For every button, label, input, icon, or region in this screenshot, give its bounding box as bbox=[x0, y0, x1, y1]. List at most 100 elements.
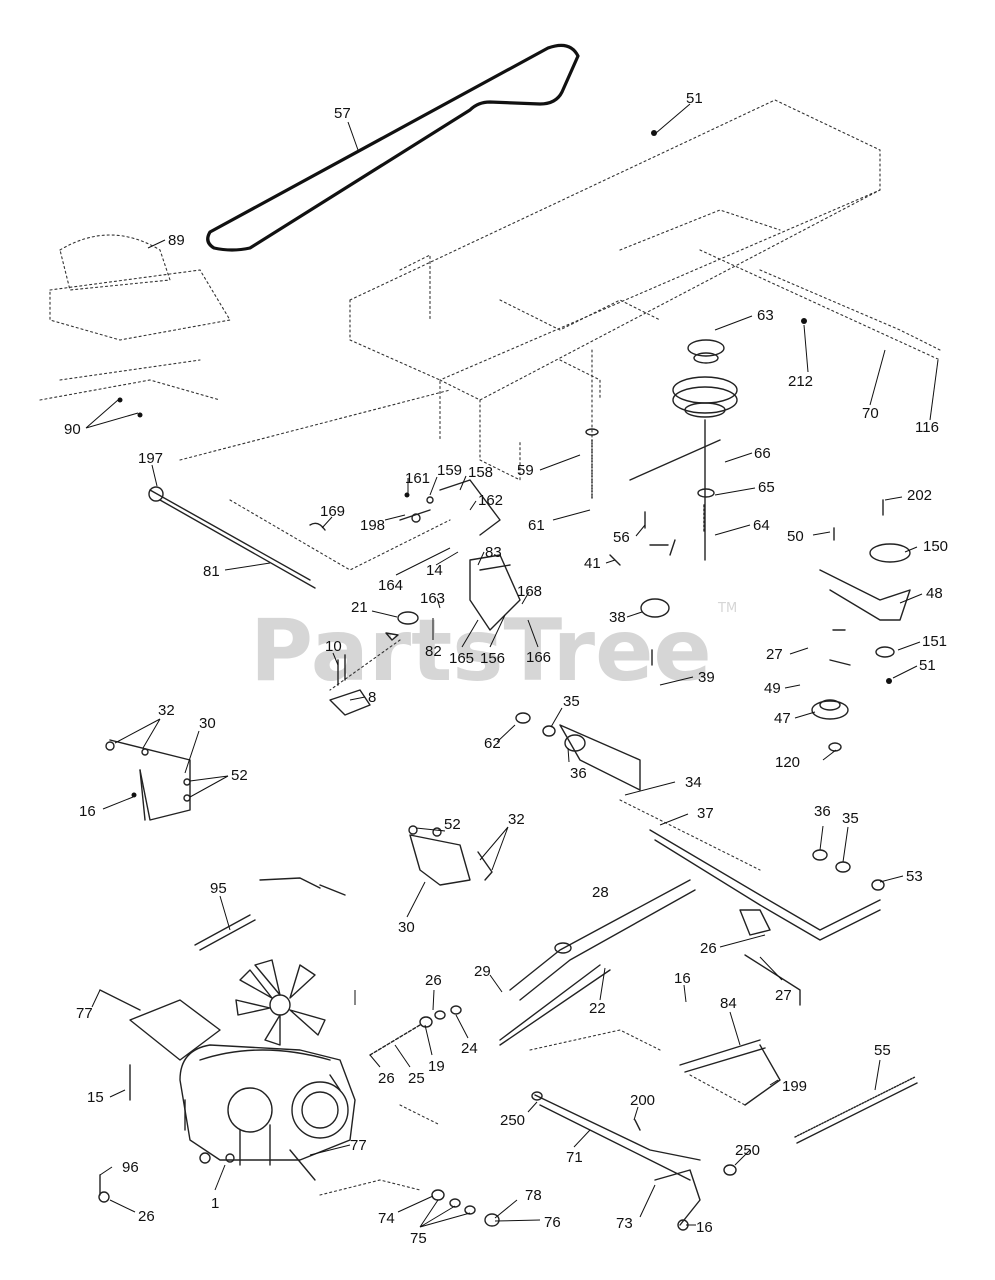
callout-28: 28 bbox=[592, 884, 609, 901]
callout-159: 159 bbox=[437, 462, 462, 479]
callout-47: 47 bbox=[774, 710, 791, 727]
callout-26b: 26 bbox=[425, 972, 442, 989]
callout-161: 161 bbox=[405, 470, 430, 487]
callout-62: 62 bbox=[484, 735, 501, 752]
callout-75: 75 bbox=[410, 1230, 427, 1247]
callout-53: 53 bbox=[906, 868, 923, 885]
callout-158: 158 bbox=[468, 464, 493, 481]
callout-198: 198 bbox=[360, 517, 385, 534]
callout-165: 165 bbox=[449, 650, 474, 667]
callout-labels: 57 51 89 63 212 70 116 90 197 59 66 65 6… bbox=[64, 90, 948, 1247]
lever-71 bbox=[531, 1091, 737, 1231]
callout-96: 96 bbox=[122, 1159, 139, 1176]
callout-32b: 32 bbox=[508, 811, 525, 828]
callout-41: 41 bbox=[584, 555, 601, 572]
callout-89: 89 bbox=[168, 232, 185, 249]
callout-25: 25 bbox=[408, 1070, 425, 1087]
callout-36b: 36 bbox=[814, 803, 831, 820]
callout-70: 70 bbox=[862, 405, 879, 422]
callout-77b: 77 bbox=[350, 1137, 367, 1154]
frame-rail bbox=[349, 99, 941, 481]
link-84 bbox=[679, 1039, 781, 1106]
callout-163: 163 bbox=[420, 590, 445, 607]
callout-27: 27 bbox=[766, 646, 783, 663]
callout-151: 151 bbox=[922, 633, 947, 650]
callout-56: 56 bbox=[613, 529, 630, 546]
callout-32: 32 bbox=[158, 702, 175, 719]
callout-63: 63 bbox=[757, 307, 774, 324]
callout-27b: 27 bbox=[775, 987, 792, 1004]
callout-50: 50 bbox=[787, 528, 804, 545]
callout-81: 81 bbox=[203, 563, 220, 580]
callout-162: 162 bbox=[478, 492, 503, 509]
callout-16: 16 bbox=[79, 803, 96, 820]
callout-77: 77 bbox=[76, 1005, 93, 1022]
linkage-bottom bbox=[98, 1174, 500, 1227]
callout-1: 1 bbox=[211, 1195, 219, 1212]
callout-8: 8 bbox=[368, 689, 376, 706]
cooling-fan bbox=[235, 959, 326, 1046]
callout-169: 169 bbox=[320, 503, 345, 520]
callout-36: 36 bbox=[570, 765, 587, 782]
callout-14: 14 bbox=[426, 562, 443, 579]
leader-lines bbox=[85, 103, 939, 1228]
callout-166: 166 bbox=[526, 649, 551, 666]
callout-71: 71 bbox=[566, 1149, 583, 1166]
callout-150: 150 bbox=[923, 538, 948, 555]
brake-rod bbox=[194, 877, 346, 951]
callout-21: 21 bbox=[351, 599, 368, 616]
callout-55: 55 bbox=[874, 1042, 891, 1059]
spring-stack bbox=[369, 1005, 462, 1126]
callout-73: 73 bbox=[616, 1215, 633, 1232]
callout-78: 78 bbox=[525, 1187, 542, 1204]
callout-48: 48 bbox=[926, 585, 943, 602]
callout-250b: 250 bbox=[735, 1142, 760, 1159]
callout-120: 120 bbox=[775, 754, 800, 771]
shaft-59 bbox=[585, 349, 599, 501]
cross-shaft bbox=[542, 724, 761, 871]
idler-bracket bbox=[811, 543, 911, 720]
callout-10: 10 bbox=[325, 638, 342, 655]
callout-202: 202 bbox=[907, 487, 932, 504]
callout-30b: 30 bbox=[398, 919, 415, 936]
callout-250: 250 bbox=[500, 1112, 525, 1129]
callout-19: 19 bbox=[428, 1058, 445, 1075]
watermark-trademark: TM bbox=[717, 601, 737, 616]
callout-30: 30 bbox=[199, 715, 216, 732]
callout-35b: 35 bbox=[842, 810, 859, 827]
callout-52: 52 bbox=[231, 767, 248, 784]
callout-84: 84 bbox=[720, 995, 737, 1012]
callout-199: 199 bbox=[782, 1078, 807, 1095]
callout-66: 66 bbox=[754, 445, 771, 462]
drive-belt bbox=[206, 43, 580, 252]
callout-212: 212 bbox=[788, 373, 813, 390]
callout-52b: 52 bbox=[444, 816, 461, 833]
mount-plate-center bbox=[408, 825, 493, 886]
callout-64: 64 bbox=[753, 517, 770, 534]
callout-164: 164 bbox=[378, 577, 403, 594]
callout-51: 51 bbox=[686, 90, 703, 107]
hood-bracket bbox=[39, 234, 231, 401]
callout-37: 37 bbox=[697, 805, 714, 822]
callout-49: 49 bbox=[764, 680, 781, 697]
callout-29: 29 bbox=[474, 963, 491, 980]
callout-51b: 51 bbox=[919, 657, 936, 674]
callout-24: 24 bbox=[461, 1040, 478, 1057]
callout-82: 82 bbox=[425, 643, 442, 660]
callout-197: 197 bbox=[138, 450, 163, 467]
pulley-assembly bbox=[629, 339, 738, 561]
tie-bar bbox=[509, 829, 885, 1006]
control-rod-22 bbox=[499, 964, 661, 1051]
steering-rod bbox=[148, 389, 451, 589]
callout-90: 90 bbox=[64, 421, 81, 438]
callout-57: 57 bbox=[334, 105, 351, 122]
callout-35: 35 bbox=[563, 693, 580, 710]
callout-61: 61 bbox=[528, 517, 545, 534]
callout-26c: 26 bbox=[378, 1070, 395, 1087]
callout-39: 39 bbox=[698, 669, 715, 686]
callout-76: 76 bbox=[544, 1214, 561, 1231]
transaxle bbox=[99, 989, 356, 1181]
callout-34: 34 bbox=[685, 774, 702, 791]
callout-38: 38 bbox=[609, 609, 626, 626]
callout-22: 22 bbox=[589, 1000, 606, 1017]
